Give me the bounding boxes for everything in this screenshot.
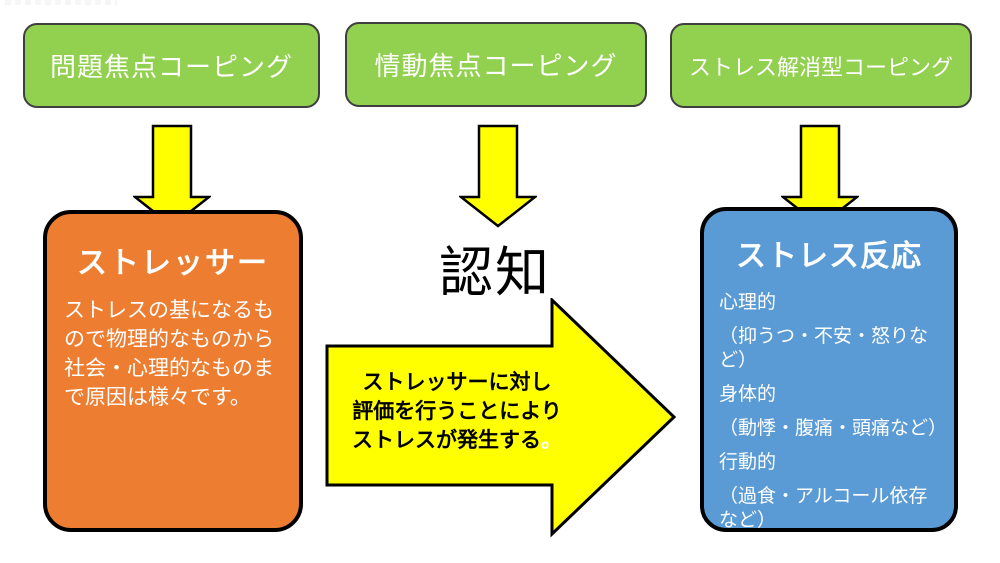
list-item: 身体的 [719, 384, 777, 405]
coping-box-problem-focused: 問題焦点コーピング [23, 23, 320, 108]
process-arrow-text: ストレッサーに対し 評価を行うことにより ストレスが発生する。 [342, 368, 572, 455]
stress-response-box: ストレス反応 心理的 （抑うつ・不安・怒りなど） 身体的 （動悸・腹痛・頭痛など… [700, 207, 958, 532]
list-item: 行動的 [719, 452, 777, 473]
coping-box-label: 情動焦点コーピング [374, 51, 618, 81]
coping-box-stress-relief: ストレス解消型コーピング [670, 23, 972, 108]
list-item: （抑うつ・不安・怒りなど） [719, 326, 929, 371]
process-arrow-line: ストレスが発生する。 [352, 429, 562, 452]
stressor-title: ストレッサー [77, 247, 269, 280]
right-arrow-icon [325, 298, 677, 538]
white-period: 。 [541, 429, 562, 452]
stressor-description: ストレスの基になるもので物理的なものから社会・心理的なものまで原因は様々です。 [64, 299, 274, 409]
cropped-text-artifact [5, 0, 117, 5]
process-arrow-line: ストレッサーに対し [362, 371, 552, 394]
coping-box-label: ストレス解消型コーピング [688, 54, 953, 80]
stress-response-list: 心理的 （抑うつ・不安・怒りなど） 身体的 （動悸・腹痛・頭痛など） 行動的 （… [719, 291, 948, 533]
list-item: （動悸・腹痛・頭痛など） [719, 418, 948, 439]
list-item: 心理的 [719, 292, 777, 313]
down-arrow-icon [459, 124, 537, 228]
cognition-label: 認知 [439, 243, 551, 303]
coping-box-label: 問題焦点コーピング [49, 52, 293, 82]
coping-box-emotion-focused: 情動焦点コーピング [345, 22, 647, 107]
stressor-box: ストレッサー ストレスの基になるもので物理的なものから社会・心理的なものまで原因… [43, 210, 303, 532]
process-arrow-line: 評価を行うことにより [352, 400, 562, 423]
stress-response-title: ストレス反応 [736, 240, 922, 273]
list-item: （過食・アルコール依存など） [719, 486, 928, 531]
